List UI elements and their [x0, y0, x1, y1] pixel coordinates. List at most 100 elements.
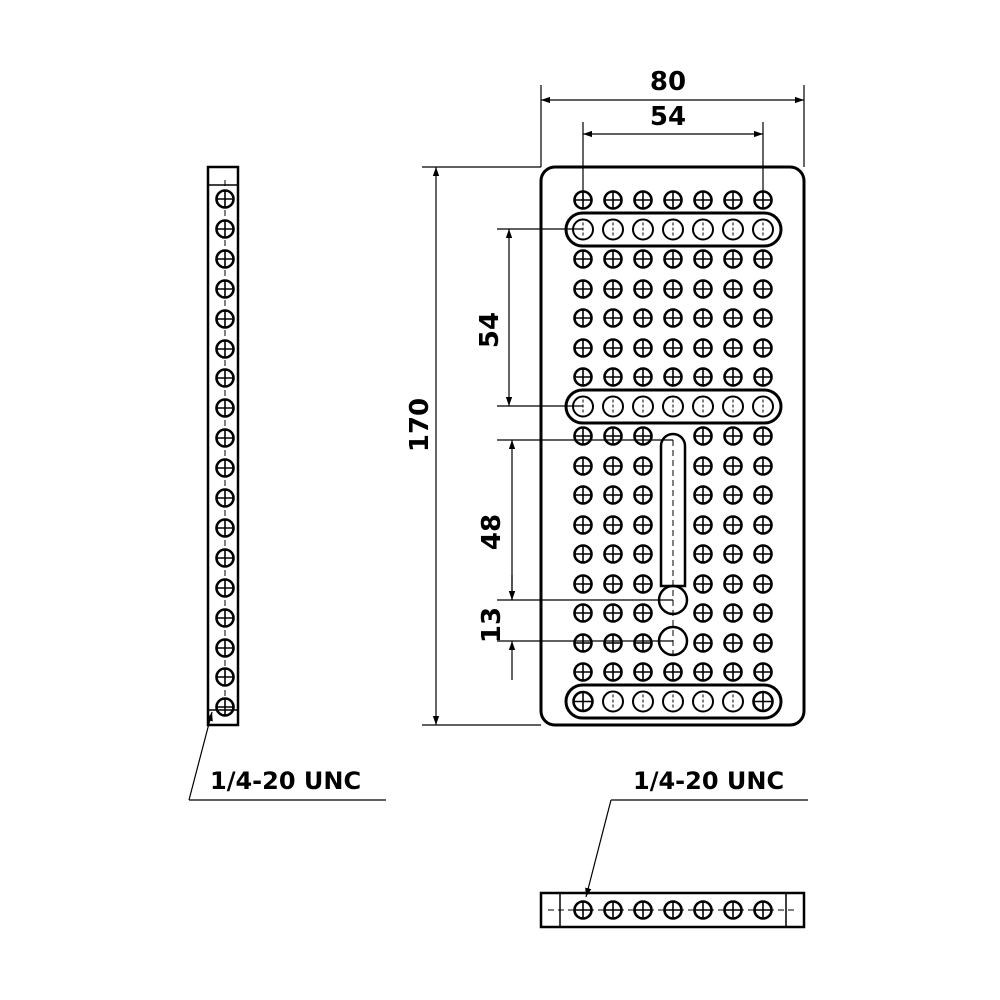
- threaded-hole: [635, 546, 652, 563]
- threaded-hole: [755, 310, 772, 327]
- threaded-hole: [755, 576, 772, 593]
- threaded-hole: [725, 576, 742, 593]
- dim-80-label: 80: [649, 67, 687, 97]
- threaded-hole: [695, 458, 712, 475]
- threaded-hole: [725, 310, 742, 327]
- threaded-hole: [755, 251, 772, 268]
- side-view-hole: [217, 550, 234, 567]
- threaded-hole: [695, 664, 712, 681]
- side-view-hole: [217, 640, 234, 657]
- slot-hole: [603, 220, 623, 240]
- dim-54-vertical-label: 54: [475, 311, 505, 349]
- threaded-hole: [635, 281, 652, 298]
- threaded-hole: [755, 546, 772, 563]
- side-view-hole: [217, 281, 234, 298]
- threaded-hole: [755, 428, 772, 445]
- threaded-hole: [635, 635, 652, 652]
- threaded-hole: [575, 576, 592, 593]
- dimension-lines: [422, 85, 804, 725]
- slot-hole: [633, 397, 653, 417]
- threaded-hole: [575, 664, 592, 681]
- bottom-view-hole-row: [575, 902, 772, 919]
- threaded-hole: [695, 281, 712, 298]
- threaded-hole: [635, 192, 652, 209]
- bottom-view-hole: [755, 902, 772, 919]
- threaded-hole: [575, 310, 592, 327]
- threaded-hole: [725, 635, 742, 652]
- slot-hole: [693, 220, 713, 240]
- threaded-hole: [755, 487, 772, 504]
- bottom-view-hole: [575, 902, 592, 919]
- dim-54-horizontal-label: 54: [649, 102, 687, 132]
- threaded-hole: [575, 517, 592, 534]
- threaded-hole: [575, 458, 592, 475]
- side-view-hole: [217, 221, 234, 238]
- side-view-hole: [217, 430, 234, 447]
- threaded-hole: [575, 487, 592, 504]
- threaded-hole: [605, 340, 622, 357]
- threaded-hole: [725, 458, 742, 475]
- threaded-hole-grid: [575, 192, 772, 681]
- slot-end-threaded-hole: [574, 692, 593, 711]
- side-view-hole: [217, 520, 234, 537]
- threaded-hole: [755, 281, 772, 298]
- threaded-hole: [695, 369, 712, 386]
- slot-end-threaded-hole: [754, 692, 773, 711]
- side-view-hole: [217, 370, 234, 387]
- side-view: [189, 167, 386, 800]
- threaded-hole: [635, 251, 652, 268]
- threaded-hole: [605, 487, 622, 504]
- threaded-hole: [605, 428, 622, 445]
- threaded-hole: [695, 192, 712, 209]
- threaded-hole: [755, 369, 772, 386]
- bottom-view-hole: [605, 902, 622, 919]
- slot-hole: [693, 692, 713, 712]
- slot-hole: [603, 397, 623, 417]
- threaded-hole: [695, 605, 712, 622]
- threaded-hole: [605, 310, 622, 327]
- side-view-hole: [217, 610, 234, 627]
- side-view-thread-callout: 1/4-20 UNC: [210, 767, 362, 795]
- threaded-hole: [695, 635, 712, 652]
- threaded-hole: [665, 281, 682, 298]
- threaded-hole: [725, 487, 742, 504]
- threaded-hole: [725, 428, 742, 445]
- slot-hole: [663, 220, 683, 240]
- slot-hole: [723, 692, 743, 712]
- threaded-hole: [695, 340, 712, 357]
- threaded-hole: [725, 251, 742, 268]
- threaded-hole: [605, 369, 622, 386]
- bottom-view-hole: [665, 902, 682, 919]
- threaded-hole: [755, 605, 772, 622]
- bottom-view-outline: [541, 893, 804, 927]
- threaded-hole: [755, 458, 772, 475]
- side-view-hole: [217, 490, 234, 507]
- threaded-hole: [755, 664, 772, 681]
- threaded-hole: [635, 487, 652, 504]
- side-view-hole: [217, 251, 234, 268]
- threaded-hole: [725, 340, 742, 357]
- threaded-hole: [575, 546, 592, 563]
- bottom-view-thread-callout: 1/4-20 UNC: [633, 767, 785, 795]
- threaded-hole: [575, 340, 592, 357]
- threaded-hole: [605, 251, 622, 268]
- threaded-hole: [605, 664, 622, 681]
- side-view-leader: [189, 712, 213, 800]
- dim-13-label: 13: [477, 606, 507, 644]
- side-view-hole: [217, 311, 234, 328]
- bottom-view-leader: [585, 800, 611, 897]
- side-view-hole: [217, 191, 234, 208]
- slot-bottom: [566, 685, 781, 718]
- threaded-hole: [635, 369, 652, 386]
- threaded-hole: [695, 576, 712, 593]
- side-view-hole: [217, 460, 234, 477]
- slot-hole: [663, 397, 683, 417]
- bottom-view-hole: [635, 902, 652, 919]
- threaded-hole: [665, 340, 682, 357]
- slot-hole: [723, 397, 743, 417]
- threaded-hole: [725, 605, 742, 622]
- threaded-hole: [605, 635, 622, 652]
- threaded-hole: [665, 192, 682, 209]
- threaded-hole: [695, 251, 712, 268]
